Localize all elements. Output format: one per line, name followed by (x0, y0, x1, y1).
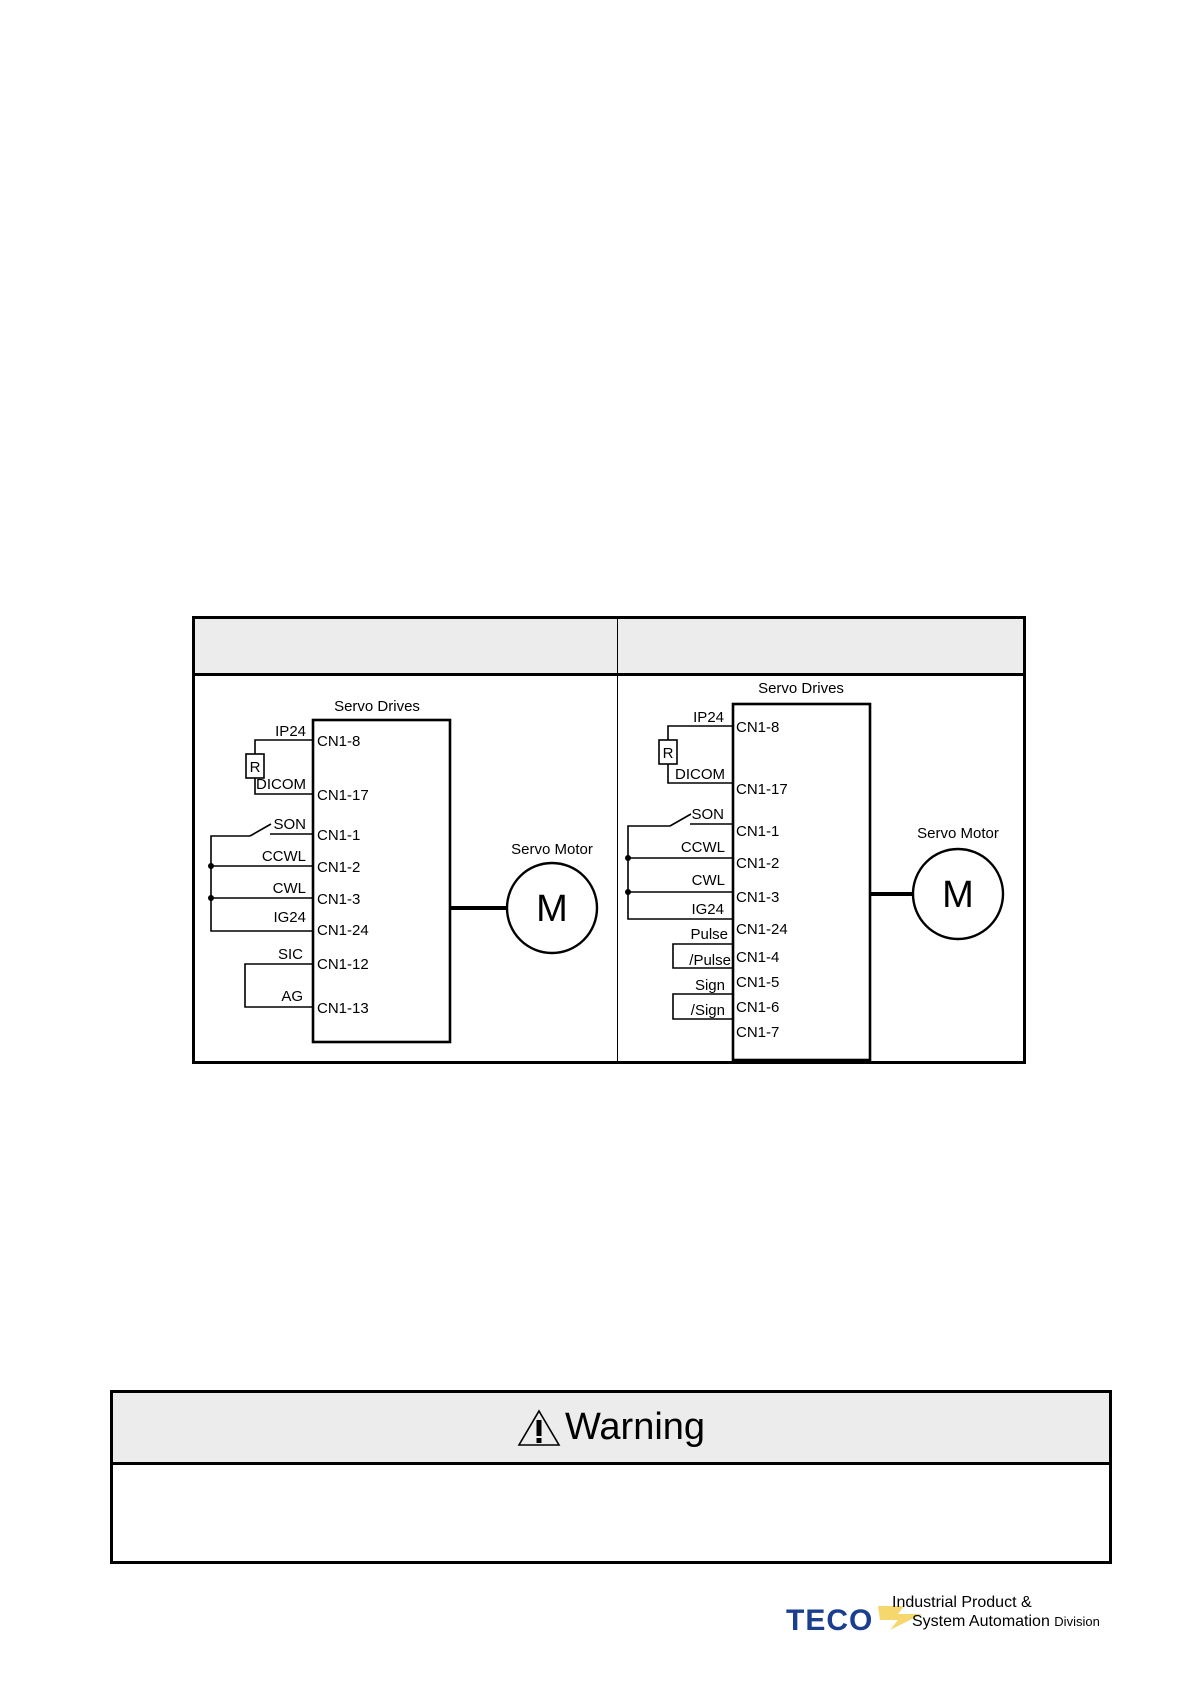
left-signal-label: CWL (273, 880, 306, 897)
warning-triangle-icon (517, 1408, 561, 1446)
right-drive-box (731, 702, 872, 1061)
right-column-header (618, 619, 1023, 676)
right-pin-label: CN1-1 (736, 823, 779, 840)
right-wiring-diagram: Servo Drives Servo Motor M R IP24 DICOM … (625, 680, 1005, 1061)
right-junction-dot (625, 889, 631, 895)
warning-title: Warning (564, 1406, 706, 1448)
right-pin-label: CN1-5 (736, 974, 779, 991)
left-drive-box (311, 718, 452, 1044)
right-signal-label: Sign (695, 977, 725, 994)
warning-header: Warning (113, 1393, 1109, 1465)
left-signal-label: SON (273, 816, 306, 833)
left-pin-label: CN1-24 (317, 922, 369, 939)
division-line-2: System Automation Division (912, 1613, 1100, 1631)
left-pin-label: CN1-3 (317, 891, 360, 908)
right-signal-label: /Sign (691, 1002, 725, 1019)
table-header-row (195, 619, 1023, 676)
division-line-2-text: System Automation (912, 1613, 1050, 1630)
left-pin-label: CN1-12 (317, 956, 369, 973)
right-resistor-label: R (663, 745, 674, 762)
right-pin-label: CN1-6 (736, 999, 779, 1016)
right-signal-label: Pulse (690, 926, 728, 943)
right-drive-title: Servo Drives (758, 680, 844, 697)
left-signal-label: CCWL (262, 848, 306, 865)
teco-brand: TECO (786, 1604, 874, 1637)
right-signal-label: SON (691, 806, 724, 823)
left-pin-label: CN1-8 (317, 733, 360, 750)
left-signal-label: DICOM (256, 776, 306, 793)
division-line-2-small: Division (1054, 1614, 1100, 1629)
wiring-table: Servo Drives Servo Motor M R IP24 DICOM … (192, 616, 1026, 1064)
warning-body (113, 1465, 1109, 1561)
left-column-header (195, 619, 617, 676)
left-motor-circle (505, 861, 599, 955)
left-pin-label: CN1-1 (317, 827, 360, 844)
left-junction-dot (208, 895, 214, 901)
column-divider (617, 619, 618, 1061)
left-motor-title: Servo Motor (511, 841, 593, 858)
right-signal-label: IP24 (693, 709, 724, 726)
right-pin-label: CN1-17 (736, 781, 788, 798)
right-pin-label: CN1-3 (736, 889, 779, 906)
left-drive-title: Servo Drives (334, 698, 420, 715)
left-junction-dot (208, 863, 214, 869)
division-line-1: Industrial Product & (892, 1594, 1032, 1611)
footer-logo: TECO Industrial Product & System Automat… (786, 1594, 1106, 1637)
right-signal-label: DICOM (675, 766, 725, 783)
left-motor-letter: M (536, 888, 568, 930)
brand-bolt-icon (878, 1606, 922, 1630)
right-junction-dot (625, 855, 631, 861)
left-wiring-diagram: Servo Drives Servo Motor M R IP24 DICOM … (208, 698, 599, 1044)
left-signal-label: IG24 (273, 909, 306, 926)
right-motor-letter: M (942, 874, 974, 916)
right-pin-label: CN1-8 (736, 719, 779, 736)
right-pin-label: CN1-2 (736, 855, 779, 872)
right-pin-label: CN1-7 (736, 1024, 779, 1041)
left-resistor-label: R (250, 759, 261, 776)
right-motor-title: Servo Motor (917, 825, 999, 842)
right-signal-label: CWL (692, 872, 725, 889)
left-pin-label: CN1-17 (317, 787, 369, 804)
left-signal-label: IP24 (275, 723, 306, 740)
left-signal-label: AG (281, 988, 303, 1005)
left-signal-label: SIC (278, 946, 303, 963)
right-pin-label: CN1-24 (736, 921, 788, 938)
right-motor-circle (911, 847, 1005, 941)
warning-box: Warning (110, 1390, 1112, 1564)
right-signal-label: CCWL (681, 839, 725, 856)
right-pin-label: CN1-4 (736, 949, 779, 966)
right-signal-label: IG24 (691, 901, 724, 918)
right-signal-label: /Pulse (689, 952, 731, 969)
left-pin-label: CN1-13 (317, 1000, 369, 1017)
left-pin-label: CN1-2 (317, 859, 360, 876)
